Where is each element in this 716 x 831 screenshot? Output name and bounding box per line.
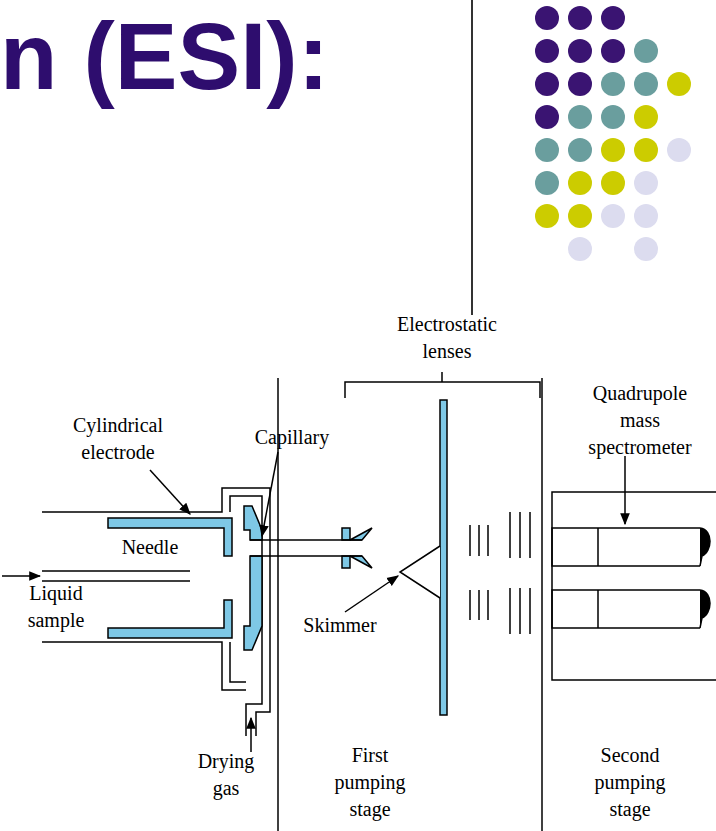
decor-dot (535, 138, 559, 162)
decor-dot (634, 105, 658, 129)
leader-arrow (250, 718, 252, 752)
stage-wall (541, 378, 543, 831)
decor-dot (601, 39, 625, 63)
quadrupole-rod (552, 528, 700, 566)
decor-dot (535, 171, 559, 195)
decor-dot (535, 105, 559, 129)
part-label: Drying gas (192, 748, 260, 802)
decor-dot (568, 171, 592, 195)
decor-dot (634, 138, 658, 162)
decor-dot (568, 72, 592, 96)
skimmer-plate (440, 400, 447, 715)
end-plate (244, 556, 262, 650)
decor-dot (634, 72, 658, 96)
decor-dot (667, 138, 691, 162)
decor-dot (535, 72, 559, 96)
decor-dot (568, 204, 592, 228)
decor-dot (634, 39, 658, 63)
source-housing (42, 642, 246, 690)
part-label: Capillary (242, 424, 342, 451)
decor-dot (601, 105, 625, 129)
decor-dot (634, 171, 658, 195)
decor-dot (601, 204, 625, 228)
decor-dot (568, 105, 592, 129)
sample-arrow (2, 575, 40, 577)
part-label: Skimmer (290, 612, 390, 639)
decor-dot (601, 171, 625, 195)
capillary-flange (342, 528, 350, 568)
needle (42, 571, 190, 581)
decor-dot (667, 72, 691, 96)
slide-title: n (ESI): (0, 2, 329, 112)
leader-arrow (262, 452, 278, 536)
decor-dot (568, 138, 592, 162)
esi-schematic (2, 372, 716, 831)
decor-dot (568, 237, 592, 261)
decor-dot (535, 39, 559, 63)
decor-dot (601, 138, 625, 162)
lens-plate (510, 512, 530, 634)
end-plate (244, 506, 262, 540)
capillary (250, 540, 362, 556)
rod-end (700, 590, 710, 628)
part-label: Liquid sample (18, 580, 94, 634)
part-label: Cylindrical electrode (60, 412, 176, 466)
decor-dots (535, 6, 691, 261)
decor-dot (568, 39, 592, 63)
divider-line (471, 0, 473, 315)
part-label: Quadrupole mass spectrometer (576, 380, 704, 461)
leader-arrow (624, 456, 626, 524)
decor-dot (634, 204, 658, 228)
part-label: Second pumping stage (587, 742, 673, 823)
decor-dot (634, 237, 658, 261)
decor-dot (601, 72, 625, 96)
part-label: First pumping stage (327, 742, 413, 823)
part-label: Electrostatic lenses (382, 311, 512, 365)
skimmer-cone (400, 546, 440, 598)
decor-dot (535, 6, 559, 30)
decor-dot (601, 6, 625, 30)
capillary-funnel (350, 528, 372, 568)
decor-dot (568, 6, 592, 30)
leader-arrow (150, 470, 190, 514)
leader-arrow (345, 576, 398, 612)
drying-gas-channel (230, 496, 262, 736)
lens-bracket (345, 372, 540, 398)
decor-dot (535, 204, 559, 228)
quadrupole-rod (552, 590, 700, 628)
cylindrical-electrode (108, 600, 232, 638)
quadrupole-housing (552, 492, 716, 680)
lens-plate (470, 525, 488, 620)
part-label: Needle (110, 534, 190, 561)
rod-end (700, 528, 710, 566)
